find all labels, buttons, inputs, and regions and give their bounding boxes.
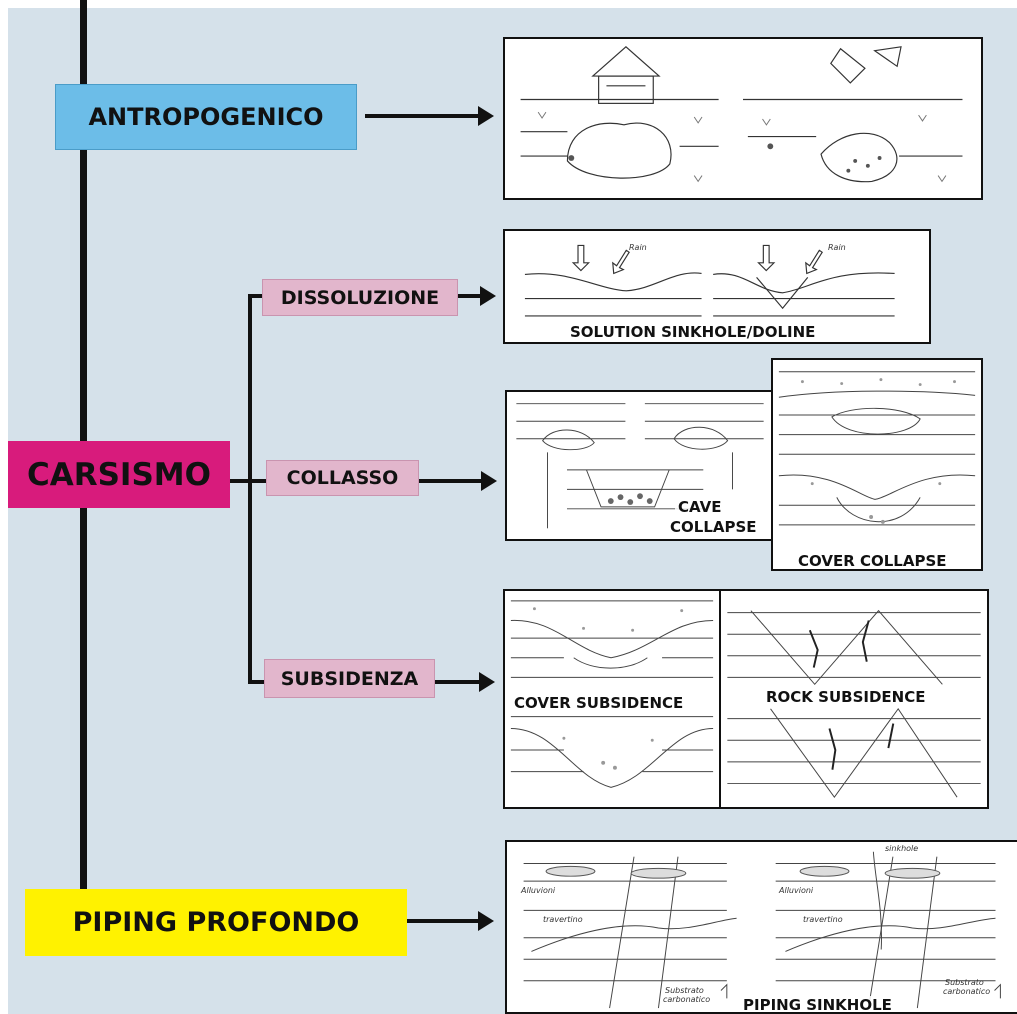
caption-cover-collapse: COVER COLLAPSE: [795, 552, 950, 569]
panel-cover-subsidence: COVER SUBSIDENCE: [503, 589, 721, 809]
arrow-subsidenza: [435, 672, 495, 692]
node-dissoluzione: DISSOLUZIONE: [262, 279, 458, 316]
label-substrato-1: Substrato: [665, 986, 704, 995]
branch-trunk-line: [248, 294, 252, 684]
branch-collasso-line: [228, 479, 266, 483]
cave-collapse-sketch: [516, 403, 764, 529]
node-carsismo: CARSISMO: [8, 441, 230, 508]
node-antropogenico: ANTROPOGENICO: [55, 84, 357, 150]
panel-piping-sinkhole: Alluvioni travertino Alluvioni travertin…: [505, 840, 1017, 1014]
label-carbonatico-1: carbonatico: [663, 995, 711, 1004]
label-substrato-2: Substrato: [945, 978, 984, 987]
panel-antropogenico: [503, 37, 983, 200]
label-travertino-2: travertino: [803, 915, 843, 924]
anthropogenic-sketch: [520, 46, 963, 183]
node-subsidenza: SUBSIDENZA: [264, 659, 435, 698]
label-carbonatico-2: carbonatico: [943, 987, 991, 996]
arrow-piping: [407, 911, 494, 931]
caption-piping-sinkhole: PIPING SINKHOLE: [740, 996, 895, 1012]
panel-rock-subsidence: ROCK SUBSIDENCE: [719, 589, 989, 809]
node-antropogenico-label: ANTROPOGENICO: [88, 103, 324, 131]
node-piping-profondo-label: PIPING PROFONDO: [72, 907, 360, 938]
node-piping-profondo: PIPING PROFONDO: [25, 889, 407, 956]
node-collasso: COLLASSO: [266, 460, 419, 496]
label-alluvioni-1: Alluvioni: [521, 886, 556, 895]
label-alluvioni-2: Alluvioni: [779, 886, 814, 895]
branch-subsidenza-line: [248, 680, 264, 684]
label-sinkhole: sinkhole: [885, 844, 919, 853]
node-subsidenza-label: SUBSIDENZA: [280, 667, 419, 690]
node-collasso-label: COLLASSO: [286, 467, 399, 489]
label-travertino-1: travertino: [543, 915, 583, 924]
cover-collapse-sketch: [778, 371, 976, 526]
panel-solution-sinkhole: Rain Rain SOLUTION SINKHOLE/DOLINE: [503, 229, 931, 344]
node-carsismo-label: CARSISMO: [26, 456, 211, 493]
caption-rock-subsidence: ROCK SUBSIDENCE: [763, 688, 929, 706]
caption-solution-sinkhole: SOLUTION SINKHOLE/DOLINE: [567, 323, 819, 341]
arrow-dissoluzione: [458, 286, 496, 306]
branch-dissoluzione-line: [248, 294, 262, 298]
cover-subsidence-sketch: [510, 600, 714, 788]
caption-cover-subsidence: COVER SUBSIDENCE: [511, 694, 687, 712]
arrow-antropogenico: [365, 106, 494, 126]
rain-label-1: Rain: [629, 243, 647, 252]
arrow-collasso: [419, 471, 497, 491]
solution-sketch: [524, 244, 895, 317]
caption-cave: CAVE: [675, 498, 725, 516]
caption-collapse: COLLAPSE: [667, 518, 760, 536]
piping-sketch: [523, 851, 1001, 1009]
rock-subsidence-sketch: [727, 609, 981, 799]
panel-cover-collapse: COVER COLLAPSE: [771, 358, 983, 571]
panel-cave-collapse: CAVE COLLAPSE: [505, 390, 775, 541]
rain-label-2: Rain: [828, 243, 846, 252]
node-dissoluzione-label: DISSOLUZIONE: [280, 286, 440, 309]
